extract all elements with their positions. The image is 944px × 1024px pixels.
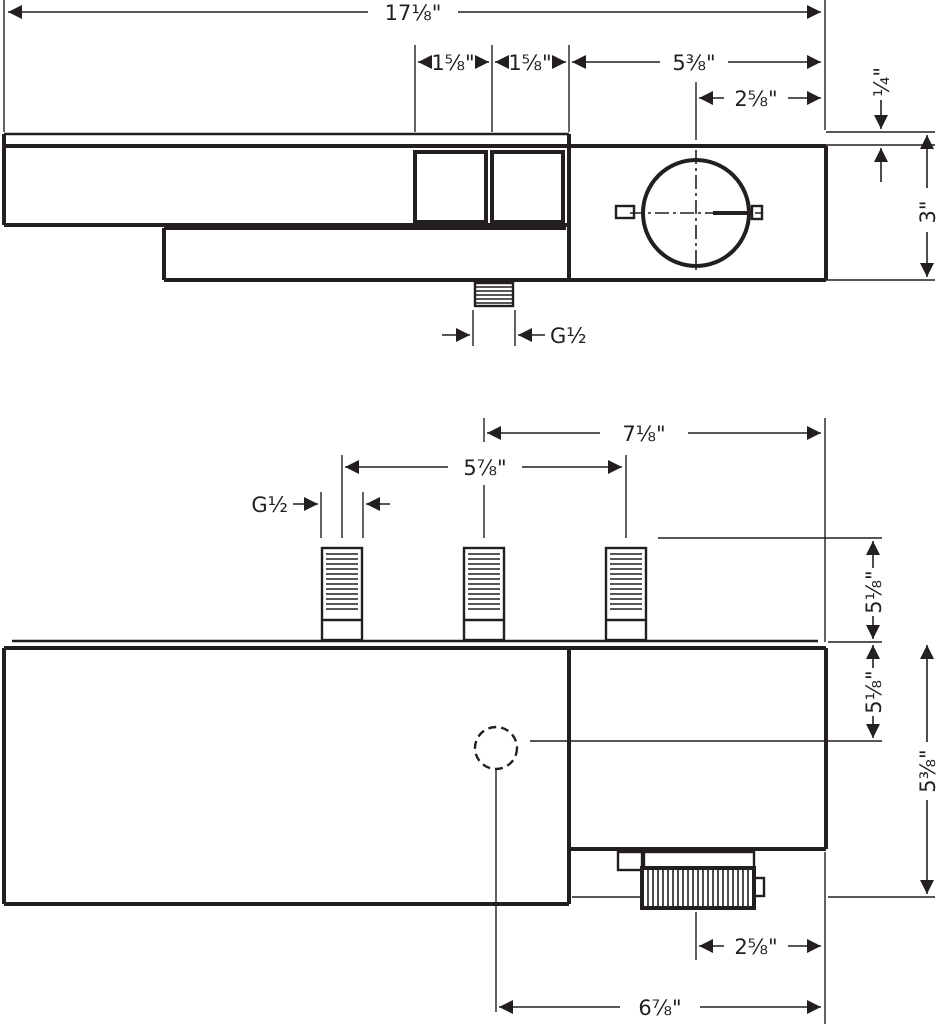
dimension-inlet-thread: G½: [251, 492, 390, 538]
control-width-label: 5⅜": [672, 51, 715, 75]
front-outlet-hole: [473, 725, 519, 1012]
front-view-dial: [616, 850, 766, 910]
inlet-height-label: 5⅛": [862, 570, 886, 613]
dimension-inlet-height: 5⅛": [658, 537, 886, 643]
connection-span-label: 7⅛": [622, 422, 665, 446]
inlet-thread-label: G½: [251, 493, 288, 517]
inlet-spacing-label: 5⅞": [463, 456, 506, 480]
dimension-dial-offset-top: 2⅝": [695, 82, 821, 140]
inlet-middle: [462, 546, 506, 642]
front-view-body: [2, 639, 828, 906]
overall-width-label: 17⅛": [385, 1, 442, 25]
front-view: 7⅛" 5⅞" G½: [2, 418, 940, 1024]
segment-b-label: 1⅝": [508, 51, 551, 75]
body-height-label: 5⅜": [916, 749, 940, 792]
top-step-label: ¼": [870, 67, 894, 97]
top-view-body: [2, 132, 828, 282]
outlet-thread-label: G½: [550, 324, 587, 348]
dimension-inlet-spacing: 5⅞": [341, 455, 627, 538]
dimension-outlet-height: 5⅛": [530, 645, 886, 742]
dimension-overall-width: 17⅛": [3, 0, 826, 132]
dimension-depth: 3": [826, 135, 940, 281]
dimension-top-step: ¼": [826, 67, 935, 182]
top-outlet-spout: G½: [442, 281, 587, 348]
outlet-offset-label: 6⅞": [638, 996, 681, 1020]
dimension-outlet-offset: 6⅞": [499, 996, 821, 1020]
dial-offset-top-label: 2⅝": [734, 87, 777, 111]
depth-label: 3": [916, 200, 940, 223]
dimension-segments: 1⅝" 1⅝": [414, 45, 570, 132]
inlet-right: [604, 546, 648, 642]
top-view-dial: [614, 150, 764, 270]
dimension-control-width: 5⅜": [572, 51, 821, 75]
outlet-height-label: 5⅛": [862, 670, 886, 713]
dimension-dial-offset-front: 2⅝": [695, 852, 826, 1024]
inlet-left: [320, 546, 364, 642]
segment-a-label: 1⅝": [431, 51, 474, 75]
dimension-connection-span: 7⅛": [483, 418, 826, 642]
dimension-body-height: 5⅜": [828, 645, 940, 898]
dial-offset-front-label: 2⅝": [734, 935, 777, 959]
top-view: 17⅛" 1⅝" 1⅝" 5⅜" 2⅝": [2, 0, 940, 348]
